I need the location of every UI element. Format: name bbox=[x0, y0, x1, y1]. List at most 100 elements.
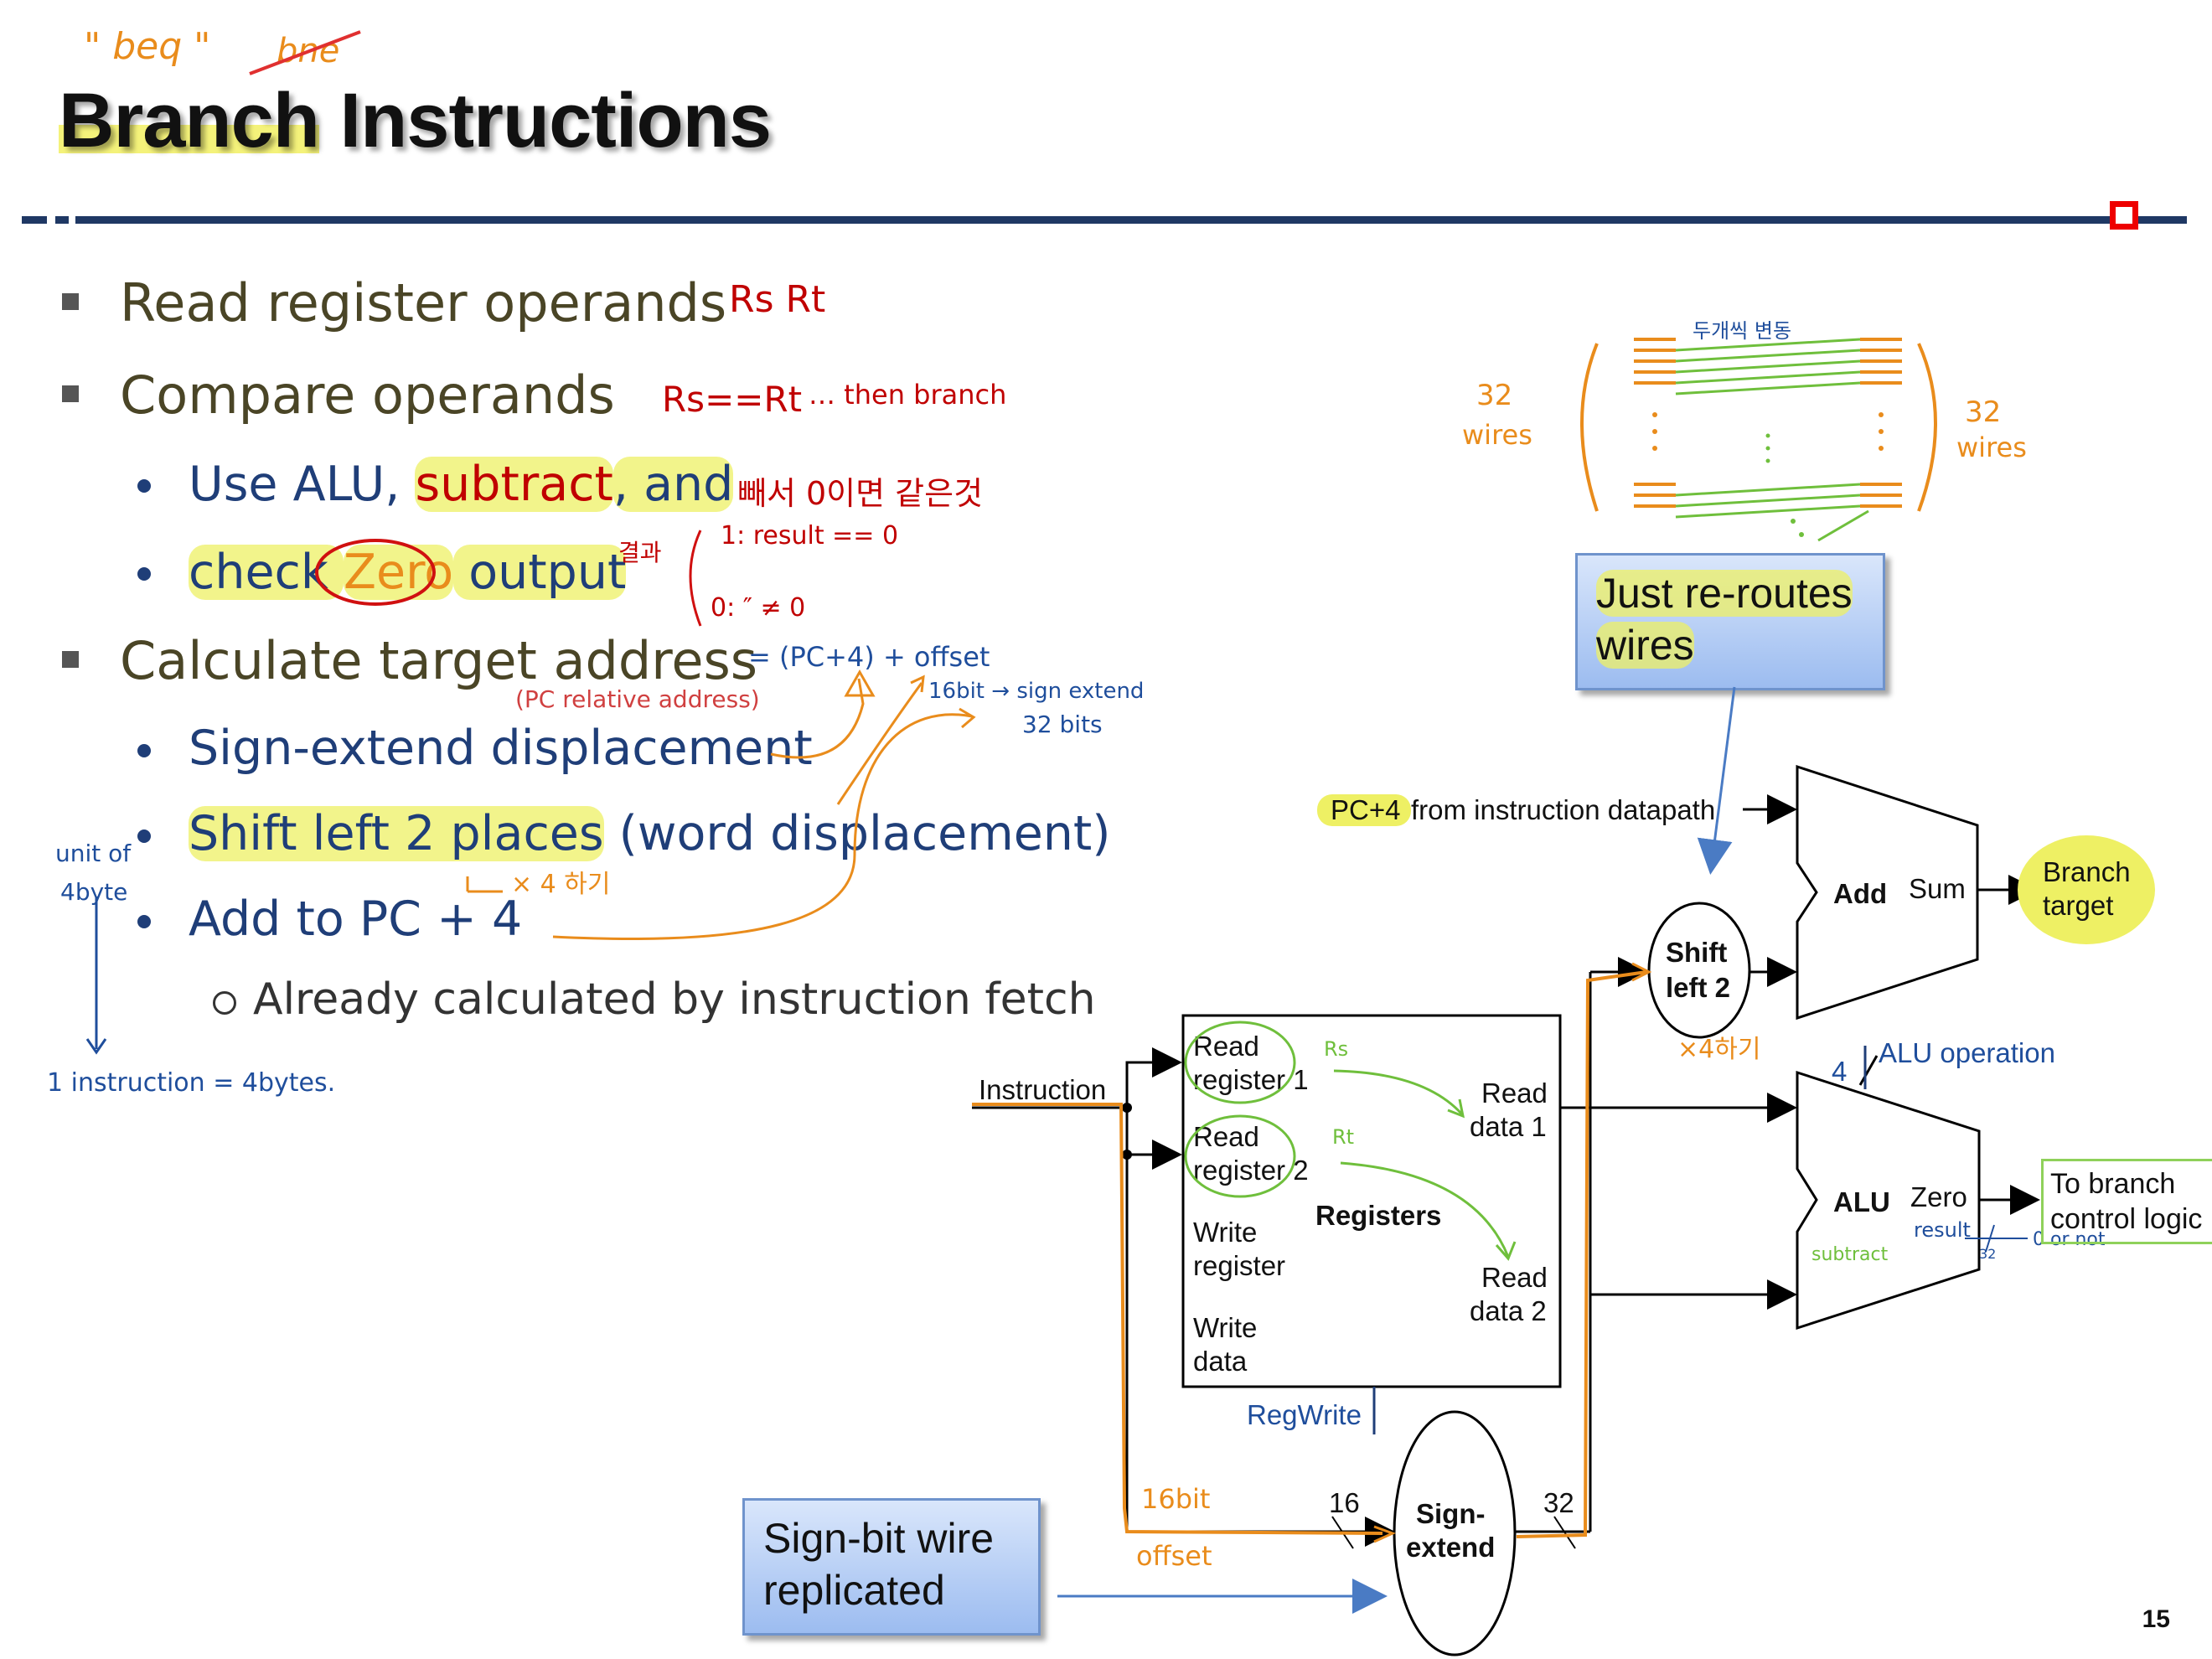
result-brace bbox=[689, 530, 702, 627]
annot-result-small: result bbox=[1914, 1218, 1971, 1242]
annot-32-left-b: wires bbox=[1462, 419, 1532, 451]
title-bar-dash-1 bbox=[22, 216, 47, 224]
alu-zero-label: Zero bbox=[1910, 1181, 1967, 1212]
bullet-marker bbox=[137, 744, 151, 757]
shift-label-2: left 2 bbox=[1666, 972, 1730, 1003]
instruction-label: Instruction bbox=[979, 1074, 1106, 1105]
title-bar bbox=[75, 216, 2187, 224]
annot-reroute-korean: 두개씩 변동 bbox=[1693, 319, 1792, 343]
read-data-2-b: data 2 bbox=[1470, 1295, 1547, 1326]
bullet-marker bbox=[137, 567, 151, 581]
annot-subtract-small: subtract bbox=[1811, 1244, 1889, 1265]
branch-target-line1: Branch bbox=[2043, 856, 2131, 887]
bullet-marker bbox=[137, 915, 151, 928]
branch-target-highlight bbox=[2018, 835, 2155, 944]
sub-bullet-circle bbox=[213, 991, 236, 1015]
pc4-label-rest: from instruction datapath bbox=[1411, 794, 1715, 825]
bullet-marker bbox=[62, 385, 79, 402]
page-number: 15 bbox=[2142, 1605, 2170, 1633]
annot-unit-2: 4byte bbox=[60, 878, 128, 906]
read-data-1-b: data 1 bbox=[1470, 1111, 1547, 1142]
callout-reroutes-line2: wires bbox=[1596, 622, 1694, 669]
annot-x4-small: ×4하기 bbox=[1677, 1035, 1760, 1064]
annot-x4: × 4 하기 bbox=[511, 870, 611, 899]
text-use-alu: Use ALU, bbox=[189, 457, 416, 512]
bullet-calc-target: Calculate target address bbox=[120, 630, 758, 691]
annot-instruction-bytes: 1 instruction = 4bytes. bbox=[47, 1068, 336, 1098]
write-data-a: Write bbox=[1193, 1312, 1257, 1343]
annot-32bits: 32 bits bbox=[1022, 711, 1103, 738]
write-data-b: data bbox=[1193, 1346, 1248, 1377]
callout-sign-bit: Sign-bit wire replicated bbox=[742, 1498, 1041, 1636]
bullet-sign-extend: Sign-extend displacement bbox=[189, 721, 813, 776]
alu-unit bbox=[1796, 1070, 1981, 1331]
sign-extend-label-2: extend bbox=[1406, 1532, 1495, 1563]
annot-rs-eq-rt: Rs==Rt bbox=[662, 379, 803, 420]
annot-then-branch: … then branch bbox=[809, 379, 1007, 411]
read-data-2-a: Read bbox=[1481, 1262, 1548, 1293]
bullet-marker bbox=[137, 830, 151, 843]
adder-sum-label: Sum bbox=[1909, 873, 1966, 904]
adder-label: Add bbox=[1833, 878, 1887, 909]
annot-32-left-a: 32 bbox=[1476, 379, 1513, 412]
bullet-marker bbox=[62, 651, 79, 668]
title-bar-dash-2 bbox=[55, 216, 69, 224]
annot-rs-rt: Rs Rt bbox=[729, 278, 826, 321]
register-file bbox=[1181, 1014, 1562, 1388]
registers-label: Registers bbox=[1315, 1200, 1441, 1231]
callout-reroutes-wires: Just re-routes wires bbox=[1575, 553, 1885, 690]
annot-rt-small: Rt bbox=[1332, 1125, 1354, 1149]
bullet-already-calculated: Already calculated by instruction fetch bbox=[253, 974, 1096, 1025]
annot-result-1: 1: result == 0 bbox=[721, 521, 899, 550]
text-output: output bbox=[453, 545, 627, 600]
title-bar-red-square bbox=[2110, 201, 2138, 230]
callout-signbit-line1: Sign-bit wire bbox=[763, 1515, 995, 1562]
shift-label-1: Shift bbox=[1666, 937, 1727, 968]
annot-sign-extend-note: 16bit → sign extend bbox=[928, 679, 1145, 704]
adder-unit bbox=[1796, 764, 1979, 1021]
read-register-1-b: register 1 bbox=[1193, 1064, 1309, 1095]
annot-result-label: 결과 bbox=[618, 539, 662, 566]
write-register-b: register bbox=[1193, 1250, 1285, 1281]
bne-strike bbox=[249, 30, 361, 75]
to-branch-line1: To branch bbox=[2050, 1168, 2176, 1200]
bullet-marker bbox=[62, 293, 79, 310]
branch-target-line2: target bbox=[2043, 890, 2113, 921]
annot-32-right-b: wires bbox=[1956, 432, 2027, 463]
annot-pc-relative: (PC relative address) bbox=[515, 685, 760, 713]
annot-16bit-small: 16bit bbox=[1141, 1483, 1210, 1515]
alu-op-width: 4 bbox=[1832, 1056, 1847, 1087]
text-shift-left-2: Shift left 2 places bbox=[189, 806, 604, 861]
annot-korean-subtract: 빼서 0이면 같은것 bbox=[737, 475, 984, 512]
annot-target-eq: = (PC+4) + offset bbox=[748, 641, 990, 673]
slide-title: Branch Instructions bbox=[59, 77, 772, 165]
bits-16-label: 16 bbox=[1329, 1487, 1360, 1518]
read-data-1-a: Read bbox=[1481, 1078, 1548, 1109]
bullet-read-register: Read register operands bbox=[120, 272, 727, 333]
title-word-instructions: Instructions bbox=[339, 78, 772, 163]
shift-left-2-unit bbox=[1647, 902, 1751, 1039]
read-register-1-a: Read bbox=[1193, 1031, 1259, 1062]
text-and: , and bbox=[612, 457, 734, 512]
pc4-label-hl: PC+4 bbox=[1331, 794, 1400, 825]
regwrite-label: RegWrite bbox=[1247, 1399, 1362, 1430]
annot-offset-small: offset bbox=[1136, 1540, 1212, 1572]
annot-unit-1: unit of bbox=[55, 840, 132, 867]
annot-32-right-a: 32 bbox=[1965, 395, 2002, 429]
callout-reroutes-line1: Just re-routes bbox=[1596, 570, 1853, 617]
annot-rs-small: Rs bbox=[1324, 1037, 1348, 1061]
title-word-branch: Branch bbox=[59, 78, 320, 163]
read-register-2-b: register 2 bbox=[1193, 1155, 1309, 1186]
annot-result-0: 0: ″ ≠ 0 bbox=[711, 593, 806, 623]
write-register-a: Write bbox=[1193, 1217, 1257, 1248]
zero-circle bbox=[315, 539, 436, 606]
sign-extend-label-1: Sign- bbox=[1416, 1498, 1485, 1529]
text-word-displacement: (word displacement) bbox=[603, 806, 1111, 861]
bullet-use-alu: Use ALU, subtract, and bbox=[189, 457, 734, 512]
text-check: check bbox=[189, 545, 344, 600]
annot-32-small: 32 bbox=[1979, 1246, 1996, 1262]
pc4-highlight bbox=[1317, 794, 1411, 826]
to-branch-line2: control logic bbox=[2050, 1203, 2203, 1235]
bits-32-label: 32 bbox=[1543, 1487, 1574, 1518]
